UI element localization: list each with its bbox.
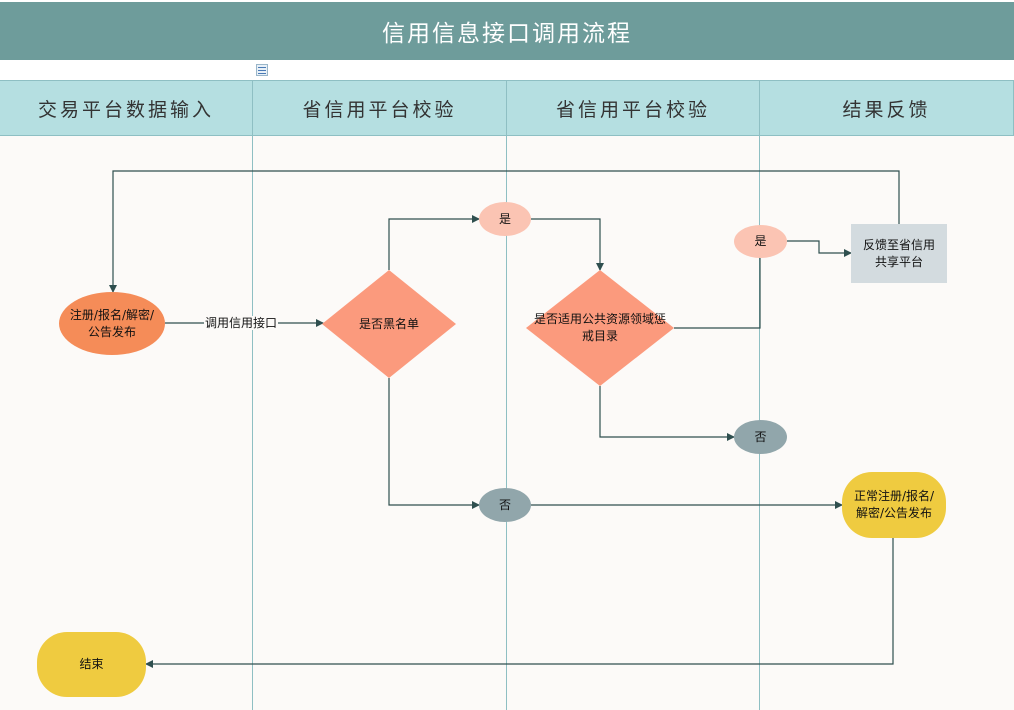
lane-header-credit-check-2: 省信用平台校验 bbox=[507, 80, 760, 136]
edge-yes-to-feedback bbox=[787, 240, 852, 257]
blacklist-decision[interactable]: 是否黑名单 bbox=[358, 316, 419, 331]
normal-node[interactable]: 正常注册/报名/解密/公告发布 bbox=[842, 472, 946, 538]
page-title: 信用信息接口调用流程 bbox=[0, 2, 1014, 60]
call-interface-label: 调用信用接口 bbox=[204, 316, 279, 330]
punish-decision[interactable]: 是否适用公共资源领域惩戒目录 bbox=[533, 312, 666, 343]
edge-blacklist-to-no bbox=[388, 378, 480, 509]
lane-header-credit-check-1: 省信用平台校验 bbox=[253, 80, 507, 136]
edge-punish-to-yes bbox=[674, 249, 764, 329]
edge-punish-to-no bbox=[599, 386, 735, 441]
no-node-1[interactable]: 否 bbox=[479, 488, 531, 522]
end-node[interactable]: 结束 bbox=[37, 632, 146, 697]
yes-node-1[interactable]: 是 bbox=[479, 202, 531, 236]
edge-feedback-to-start bbox=[109, 170, 900, 293]
edge-yes-to-punish bbox=[531, 218, 604, 271]
lane-header-result-feedback: 结果反馈 bbox=[760, 80, 1014, 136]
swimlane-area bbox=[0, 80, 1014, 710]
feedback-node[interactable]: 反馈至省信用共享平台 bbox=[851, 224, 947, 283]
start-node[interactable]: 注册/报名/解密/公告发布 bbox=[59, 292, 165, 355]
edge-blacklist-to-yes bbox=[388, 215, 480, 270]
collapse-icon[interactable] bbox=[256, 64, 268, 76]
yes-node-2[interactable]: 是 bbox=[734, 225, 787, 258]
lane-header-data-input: 交易平台数据输入 bbox=[0, 80, 253, 136]
no-node-2[interactable]: 否 bbox=[734, 420, 787, 454]
blacklist-decision-shape bbox=[322, 270, 456, 378]
lane-divider bbox=[252, 136, 253, 710]
lane-divider bbox=[506, 136, 507, 710]
punish-decision-shape bbox=[526, 270, 674, 386]
edge-normal-to-end bbox=[145, 538, 894, 668]
